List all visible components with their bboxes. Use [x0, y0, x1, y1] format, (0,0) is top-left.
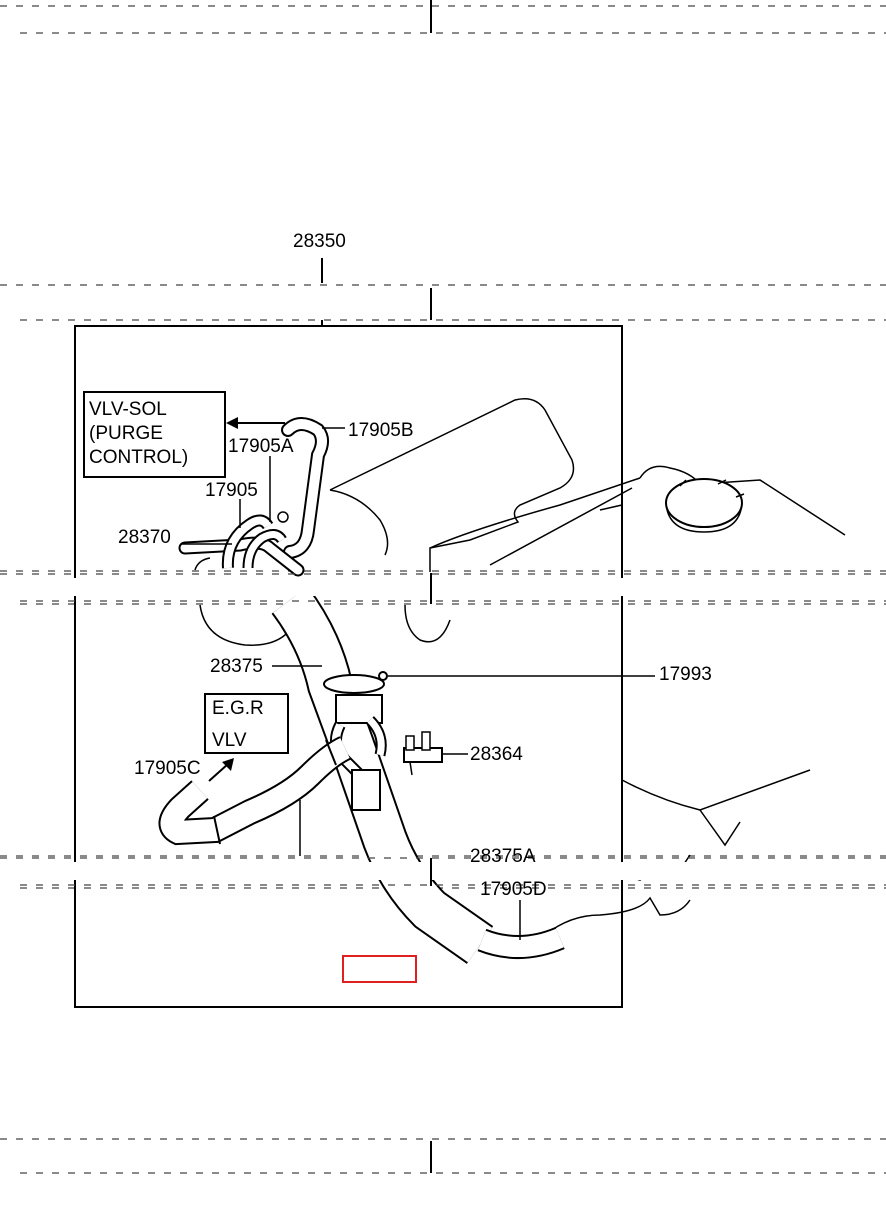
arrow-to-egr — [208, 763, 229, 782]
arrowhead-vlv-sol — [226, 417, 238, 429]
connector-28364 — [403, 731, 443, 776]
oil-filler-cap — [665, 478, 743, 528]
clamp-17993 — [323, 674, 385, 694]
egr-vlv-line1: E.G.R — [212, 698, 264, 719]
label-28375A: 28375A — [470, 846, 536, 867]
vlv-sol-line3: CONTROL) — [89, 447, 188, 468]
label-17993: 17993 — [659, 664, 712, 685]
egr-vlv-line2: VLV — [212, 730, 247, 751]
label-17905A: 17905A — [228, 436, 294, 457]
engine-outline — [199, 398, 846, 936]
highlight-box[interactable] — [342, 955, 417, 983]
egr-vlv-box — [204, 693, 289, 754]
label-17905C: 17905C — [134, 758, 201, 779]
scan-separators — [0, 0, 886, 1174]
label-17905: 17905 — [205, 480, 258, 501]
vlv-sol-line2: (PURGE — [89, 423, 163, 444]
label-28375: 28375 — [210, 656, 263, 677]
arrowhead-egr — [222, 758, 234, 771]
label-28350: 28350 — [293, 231, 346, 252]
label-28364: 28364 — [470, 744, 523, 765]
vlv-sol-box — [83, 391, 226, 478]
vlv-sol-line1: VLV-SOL — [89, 399, 167, 420]
hose-cluster-28370 — [178, 511, 305, 577]
diagram-frame — [74, 325, 623, 1008]
label-17905D: 17905D — [480, 879, 547, 900]
label-17905B: 17905B — [348, 420, 414, 441]
label-28370: 28370 — [118, 527, 171, 548]
